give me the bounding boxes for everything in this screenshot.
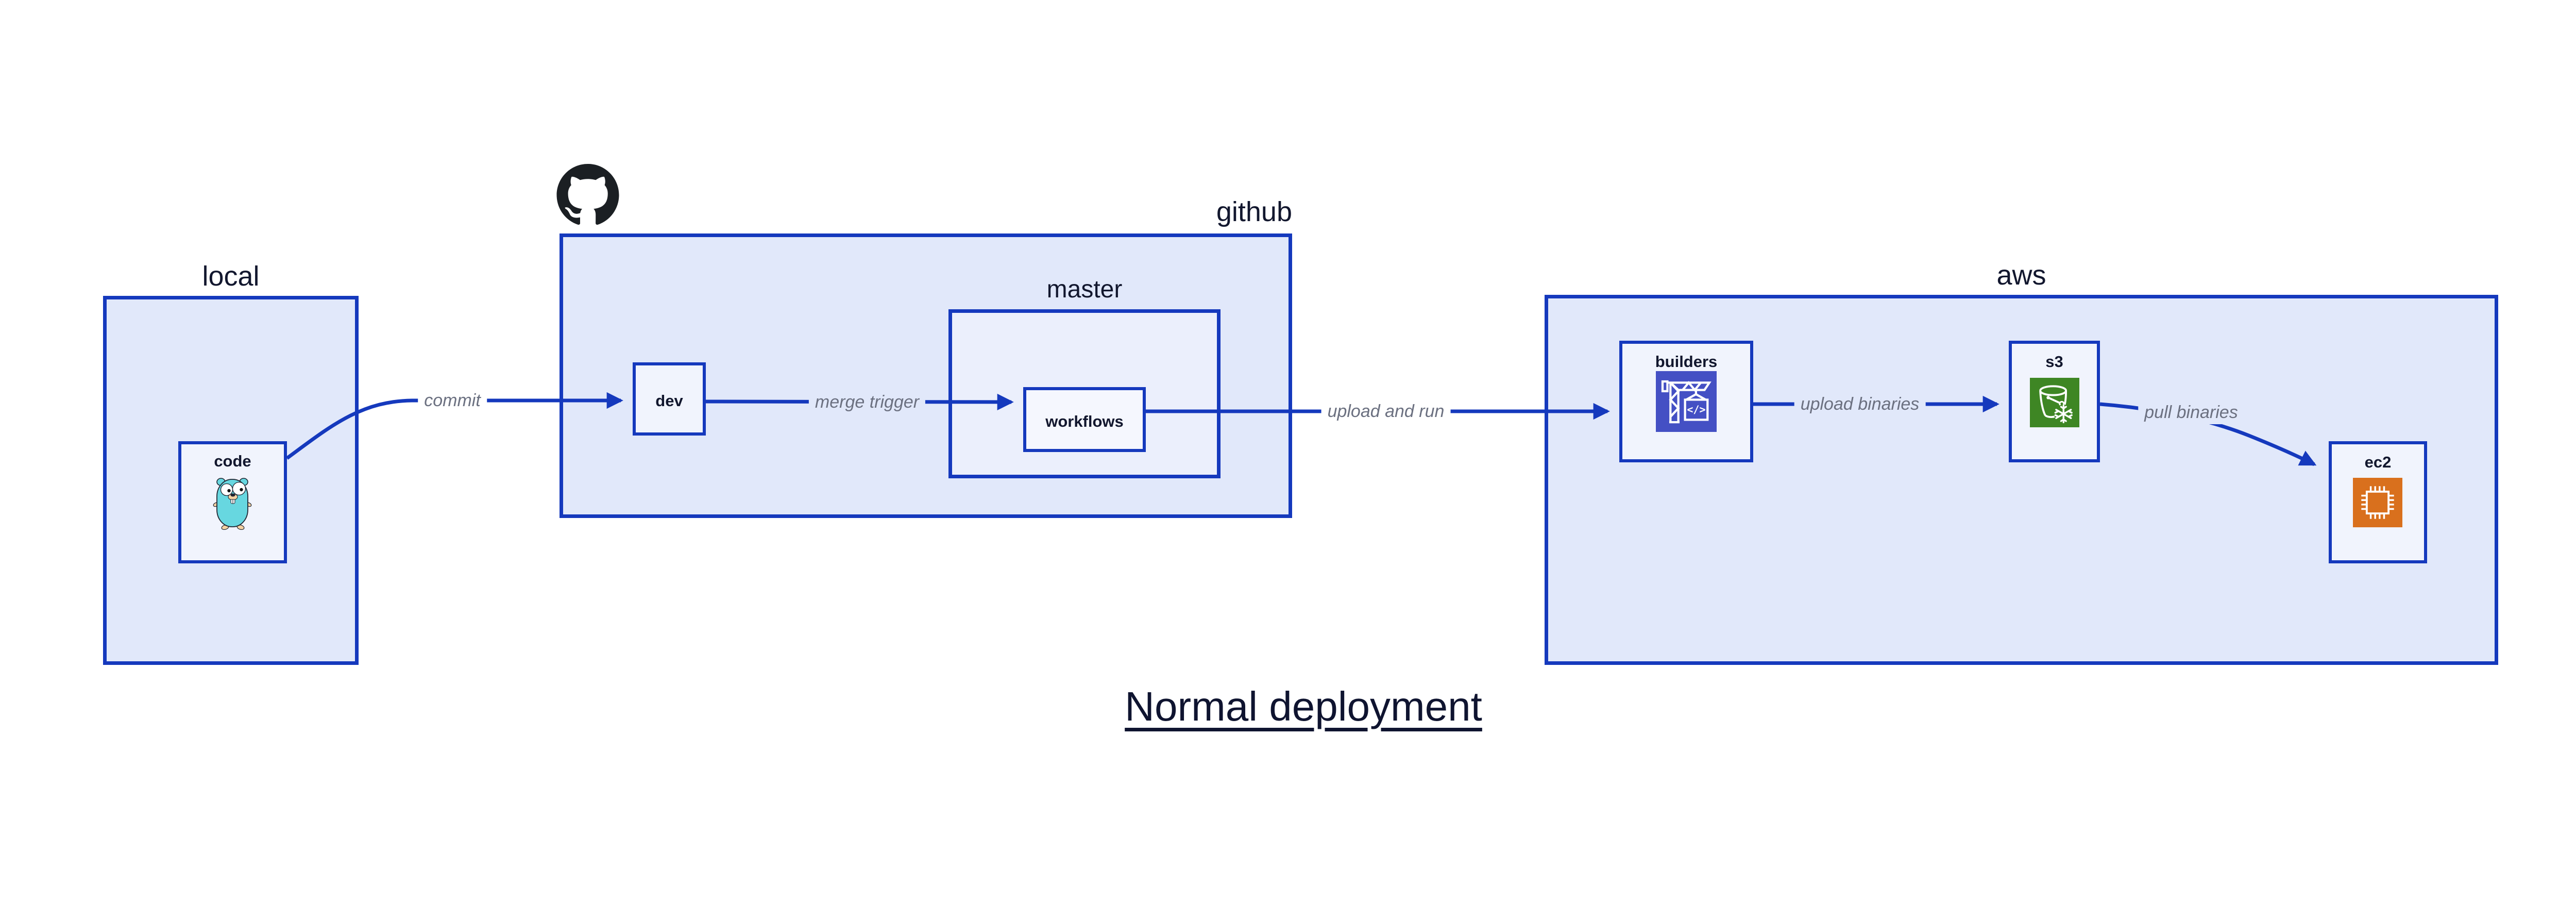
aws-s3-glacier-icon	[2030, 378, 2079, 427]
container-aws-label: aws	[1996, 260, 2046, 291]
aws-codebuild-icon: </>	[1656, 371, 1717, 432]
github-octocat-logo-icon	[556, 164, 619, 225]
node-code-label: code	[214, 452, 251, 470]
node-dev-label: dev	[655, 392, 683, 410]
container-master-label: master	[1046, 276, 1123, 303]
go-gopher-icon	[213, 478, 252, 530]
node-workflows-label: workflows	[1045, 412, 1124, 430]
codebuild-icon-code-glyph: </>	[1687, 403, 1705, 415]
edge-label-upload-and-run: upload and run	[1321, 399, 1451, 423]
node-s3-label: s3	[2045, 353, 2063, 371]
node-ec2-label: ec2	[2364, 453, 2392, 471]
aws-ec2-icon	[2353, 478, 2402, 527]
node-builders-label: builders	[1655, 353, 1718, 371]
container-local-label: local	[202, 261, 260, 292]
edge-label-upload-binaries: upload binaries	[1794, 392, 1926, 416]
container-github-label: github	[1216, 196, 1292, 227]
edge-label-merge-trigger: merge trigger	[808, 390, 926, 414]
node-dev: dev	[633, 362, 706, 436]
diagram-title: Normal deployment	[1125, 683, 1482, 729]
edge-label-pull-binaries: pull binaries	[2138, 400, 2244, 424]
node-workflows: workflows	[1023, 387, 1146, 452]
edge-label-commit: commit	[418, 389, 487, 412]
